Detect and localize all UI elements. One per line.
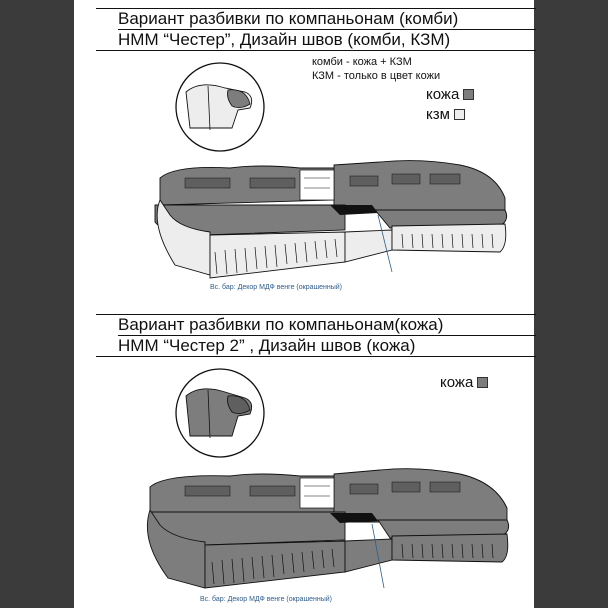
leather-swatch bbox=[463, 89, 475, 100]
kzm-swatch bbox=[453, 109, 465, 120]
section1-title-block: Вариант разбивки по компаньонам (комби) … bbox=[96, 8, 536, 51]
section1-legend-leather: кожа bbox=[426, 86, 475, 103]
section2-title-line1: Вариант разбивки по компаньонам(кожа) bbox=[118, 315, 444, 334]
legend-label: кожа bbox=[426, 86, 460, 103]
section1-note-line1: комби - кожа + КЗМ bbox=[312, 56, 412, 68]
section1-title-line1: Вариант разбивки по компаньонам (комби) bbox=[118, 9, 459, 28]
detail-circle bbox=[175, 368, 265, 458]
sofa-leather bbox=[146, 468, 510, 589]
detail-circle bbox=[175, 62, 265, 152]
section1-note-line2: КЗМ - только в цвет кожи bbox=[312, 70, 441, 82]
legend-label: кзм bbox=[426, 106, 450, 123]
legend-label: кожа bbox=[440, 374, 474, 391]
section1-caption: Вс. бар: Декор МДФ венге (окрашенный) bbox=[210, 284, 342, 291]
section1-legend-kzm: кзм bbox=[426, 106, 465, 123]
section2-legend-leather: кожа bbox=[440, 374, 489, 391]
section1-title-line2: НММ “Честер”, Дизайн швов (комби, КЗМ) bbox=[118, 29, 536, 50]
section2-title-line2: НММ “Честер 2” , Дизайн швов (кожа) bbox=[118, 335, 536, 356]
section2-title-block: Вариант разбивки по компаньонам(кожа) НМ… bbox=[96, 314, 536, 357]
sofa-combi bbox=[154, 160, 508, 279]
section2-caption: Вс. бар: Декор МДФ венге (окрашенный) bbox=[200, 596, 332, 603]
leather-swatch bbox=[477, 377, 489, 388]
